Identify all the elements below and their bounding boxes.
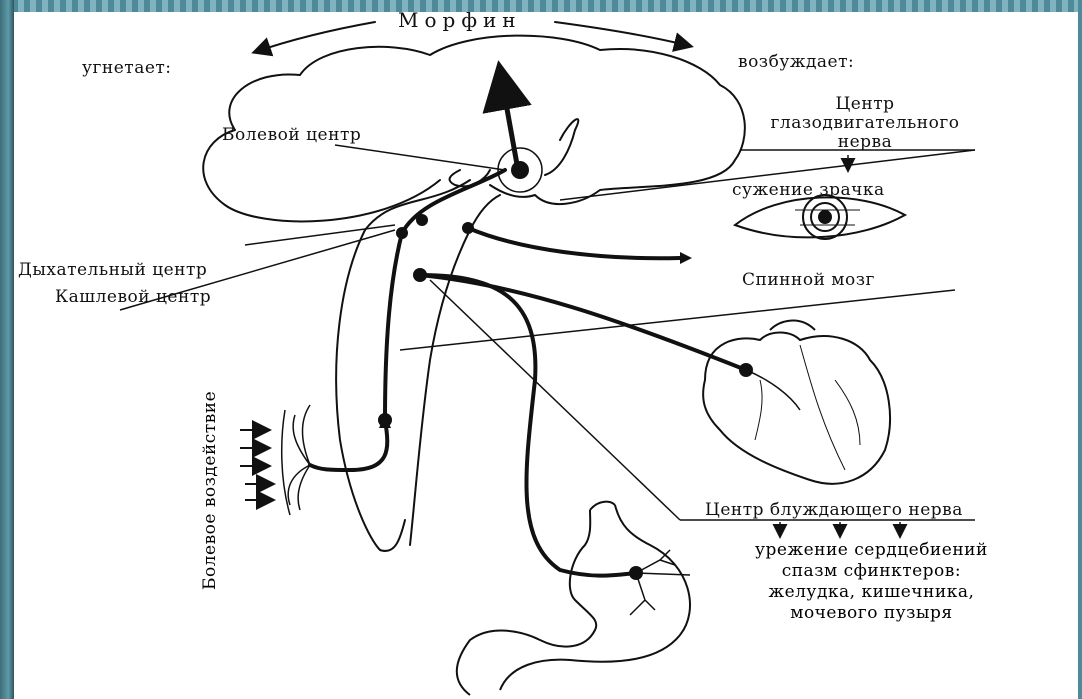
pupil-constriction-label: сужение зрачка — [732, 180, 885, 200]
stomach-diagram — [457, 502, 690, 695]
pain-center-pointer — [335, 145, 505, 170]
pain-afferent — [310, 420, 387, 470]
heart-pathway — [420, 275, 746, 370]
respiratory-center-label: Дыхательный центр — [18, 260, 207, 280]
oculomotor-arrowhead — [680, 252, 692, 264]
morphine-up-arrow — [500, 70, 518, 170]
vagus-center-label: Центр блуждающего нерва — [705, 500, 963, 520]
vagus-pointer — [430, 280, 680, 520]
oculomotor-pathway — [468, 228, 680, 258]
diagram-title: Морфин — [398, 8, 522, 32]
brainstem-upper — [450, 170, 490, 186]
eye-diagram — [735, 195, 905, 239]
vagus-effects-list: урежение сердцебиений спазм сфинктеров: … — [755, 540, 988, 624]
spinal-cord-label: Спинной мозг — [742, 270, 875, 290]
stimulus-arrows — [240, 430, 272, 500]
cough-center-label: Кашлевой центр — [55, 287, 211, 307]
depresses-heading: угнетает: — [82, 58, 172, 78]
brain-fold — [545, 119, 578, 175]
stimulates-heading: возбуждает: — [738, 52, 854, 72]
brainstem-right — [470, 195, 500, 230]
spinal-cord-pointer — [400, 290, 955, 350]
heart-diagram — [703, 321, 890, 484]
pain-receptor — [282, 405, 310, 515]
pain-stimulus-label: Болевое воздействие — [200, 391, 220, 590]
oculomotor-center-label: Центр глазодвигательного нерва — [760, 95, 970, 152]
respiratory-pointer — [245, 225, 395, 245]
pain-center-label: Болевой центр — [222, 125, 361, 145]
stomach-pathway — [420, 275, 636, 576]
pain-center-node — [511, 161, 529, 179]
